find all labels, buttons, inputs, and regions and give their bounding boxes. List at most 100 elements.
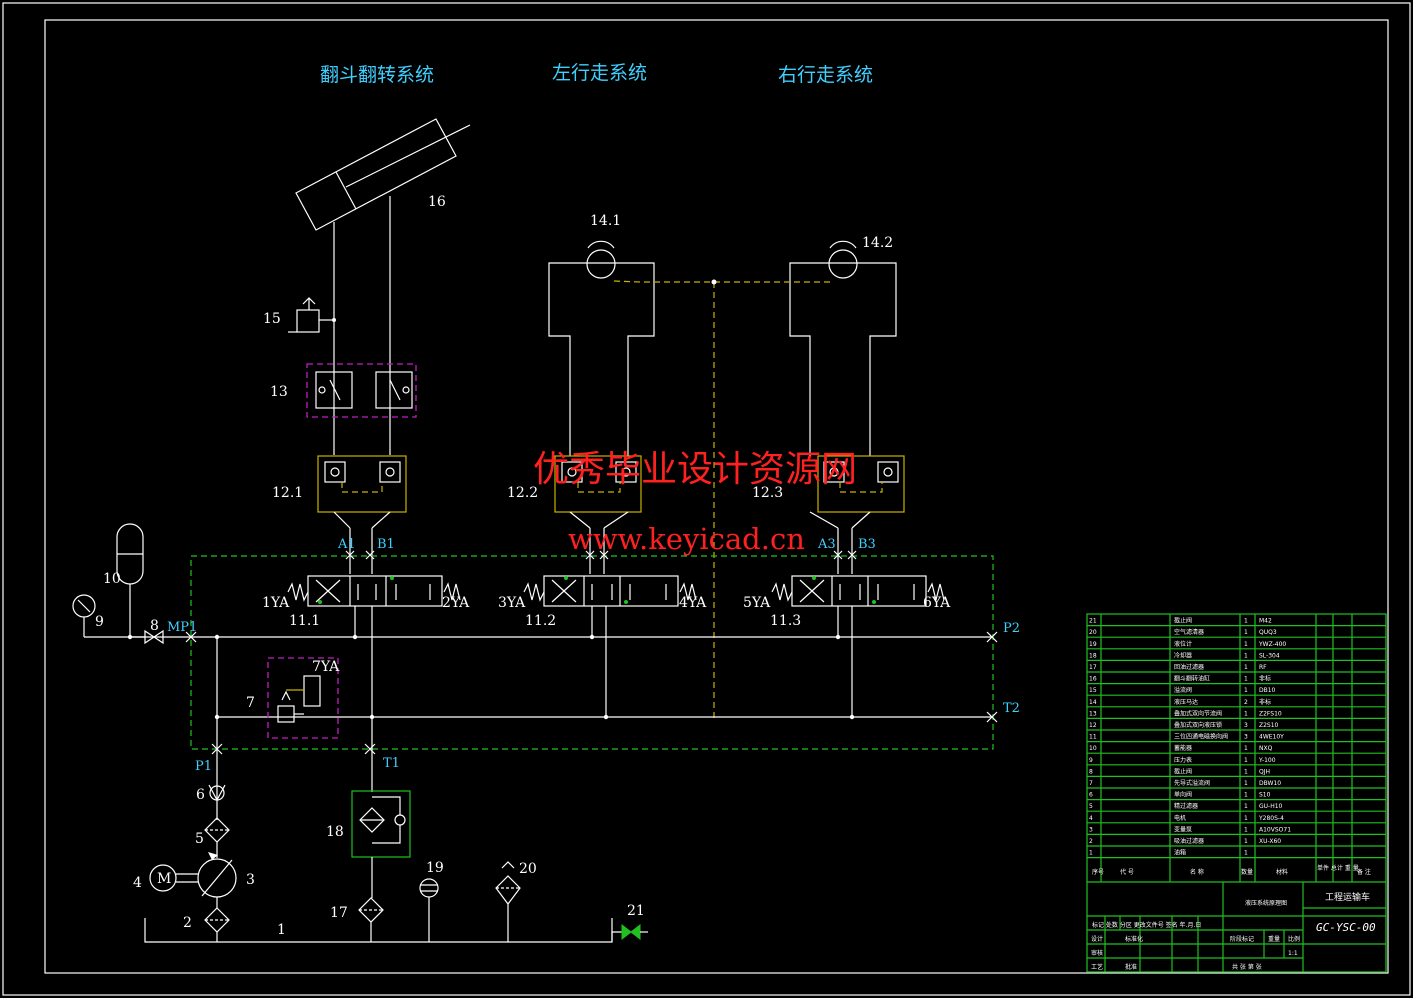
label-1: 1 xyxy=(277,922,286,938)
parts-cell-no: 8 xyxy=(1089,768,1093,775)
tb-h-name: 名 称 xyxy=(1190,868,1204,876)
label-14-1: 14.1 xyxy=(590,213,621,229)
label-9: 9 xyxy=(95,614,104,630)
pump-3 xyxy=(197,852,237,898)
parts-cell-name: 变量泵 xyxy=(1174,825,1192,833)
return-filter-17 xyxy=(358,897,384,942)
parts-cell-no: 17 xyxy=(1089,664,1097,671)
parts-cell-name: 油箱 xyxy=(1174,849,1186,857)
title-right-travel: 右行走系统 xyxy=(778,64,873,86)
suction-filter-2 xyxy=(204,897,230,942)
parts-cell-spec: QJH xyxy=(1259,768,1270,775)
parts-cell-spec: M42 xyxy=(1259,618,1272,625)
tb-weight: 重量 xyxy=(1268,935,1280,943)
tb-sheets: 共 张 第 张 xyxy=(1232,963,1262,971)
label-10: 10 xyxy=(103,571,121,587)
lock-12-2-box xyxy=(554,455,642,513)
label-11-1: 11.1 xyxy=(289,613,320,629)
drawing-frame xyxy=(44,19,1389,974)
port-a1: A1 xyxy=(337,537,356,552)
tb-h-code: 代 号 xyxy=(1120,868,1134,876)
parts-cell-qty: 1 xyxy=(1244,757,1248,764)
port-b1: B1 xyxy=(377,537,395,552)
lock-12-3-box xyxy=(817,455,905,513)
parts-cell-qty: 1 xyxy=(1244,745,1248,752)
tb-sign-row: 标记 处数 分区 更改文件号 签名 年.月.日 xyxy=(1092,921,1201,929)
parts-cell-no: 21 xyxy=(1089,618,1097,625)
parts-cell-spec: Z2FS10 xyxy=(1259,710,1282,717)
label-11-3: 11.3 xyxy=(770,613,801,629)
tb-stage: 阶段标记 xyxy=(1230,935,1254,943)
shutoff-valve-8 xyxy=(144,629,164,645)
label-11-2: 11.2 xyxy=(525,613,556,629)
parts-cell-name: 精过滤器 xyxy=(1174,802,1198,810)
tb-scale: 比例 xyxy=(1288,935,1300,943)
parts-cell-name: 溢流阀 xyxy=(1174,686,1192,694)
parts-cell-spec: 非标 xyxy=(1259,698,1271,706)
label-13: 13 xyxy=(270,384,288,400)
parts-cell-name: 翻斗翻转油缸 xyxy=(1174,675,1210,683)
valve-11-2 xyxy=(523,575,697,718)
parts-cell-name: 蓄能器 xyxy=(1174,744,1192,752)
parts-cell-qty: 1 xyxy=(1244,618,1248,625)
parts-cell-name: 压力表 xyxy=(1174,756,1192,764)
tb-approve: 批准 xyxy=(1125,963,1137,971)
parts-cell-name: 叠加式双向节流阀 xyxy=(1174,709,1222,717)
drain-valve-21 xyxy=(611,923,648,942)
valve-manifold xyxy=(190,555,994,750)
parts-cell-qty: 1 xyxy=(1244,652,1248,659)
tb-std: 标准化 xyxy=(1125,935,1143,943)
parts-cell-name: 先导式溢流阀 xyxy=(1174,779,1210,787)
parts-cell-no: 13 xyxy=(1089,710,1097,717)
parts-cell-name: 单向阀 xyxy=(1174,791,1192,799)
parts-cell-name: 空气滤清器 xyxy=(1174,628,1204,636)
lock-12-3 xyxy=(809,461,899,574)
parts-cell-spec: 非标 xyxy=(1259,675,1271,683)
parts-cell-qty: 1 xyxy=(1244,815,1248,822)
label-12-3: 12.3 xyxy=(752,485,783,501)
parts-cell-qty: 1 xyxy=(1244,664,1248,671)
electric-motor-4 xyxy=(149,864,198,892)
parts-cell-qty: 1 xyxy=(1244,792,1248,799)
port-t1: T1 xyxy=(383,756,400,771)
tb-scale-val: 1:1 xyxy=(1288,950,1298,957)
parts-cell-spec: XU-X60 xyxy=(1259,838,1281,845)
parts-cell-name: 三位四通电磁换向阀 xyxy=(1174,733,1228,741)
cooler-18-box xyxy=(351,790,411,858)
check-valve-6 xyxy=(208,784,226,802)
parts-cell-qty: 1 xyxy=(1244,676,1248,683)
parts-cell-no: 16 xyxy=(1089,676,1097,683)
sol-7ya: 7YA xyxy=(312,659,340,675)
parts-cell-no: 7 xyxy=(1089,780,1093,787)
tb-h-weight: 单件 总计 重 量 xyxy=(1317,864,1359,872)
parts-cell-qty: 2 xyxy=(1244,699,1248,706)
parts-cell-qty: 1 xyxy=(1244,803,1248,810)
parts-cell-spec: DB10 xyxy=(1259,687,1276,694)
valve-11-1 xyxy=(287,575,461,754)
port-mp1: MP1 xyxy=(167,620,197,635)
label-12-1: 12.1 xyxy=(272,485,303,501)
parts-cell-no: 9 xyxy=(1089,757,1093,764)
parts-cell-name: 叠加式双向液压锁 xyxy=(1174,721,1222,729)
parts-cell-qty: 1 xyxy=(1244,826,1248,833)
parts-cell-no: 19 xyxy=(1089,641,1097,648)
tb-code: GC-YSC-00 xyxy=(1316,921,1376,934)
parts-cell-no: 14 xyxy=(1089,699,1097,706)
lock-12-2 xyxy=(561,461,637,574)
label-20: 20 xyxy=(519,861,537,877)
level-gauge-19 xyxy=(419,878,439,942)
parts-cell-qty: 3 xyxy=(1244,722,1248,729)
parts-cell-qty: 3 xyxy=(1244,734,1248,741)
parts-cell-no: 1 xyxy=(1089,850,1093,857)
parts-cell-no: 2 xyxy=(1089,838,1093,845)
sol-1ya: 1YA xyxy=(262,595,290,611)
parts-cell-no: 6 xyxy=(1089,792,1093,799)
parts-cell-name: 液压马达 xyxy=(1174,698,1198,706)
parts-cell-name: 吸油过滤器 xyxy=(1174,837,1204,845)
tb-h-remark: 备 注 xyxy=(1357,868,1371,876)
motor-14-1-circuit xyxy=(548,240,714,456)
air-filter-20 xyxy=(495,861,521,942)
parts-cell-no: 15 xyxy=(1089,687,1097,694)
parts-cell-spec: GU-H10 xyxy=(1259,803,1283,810)
